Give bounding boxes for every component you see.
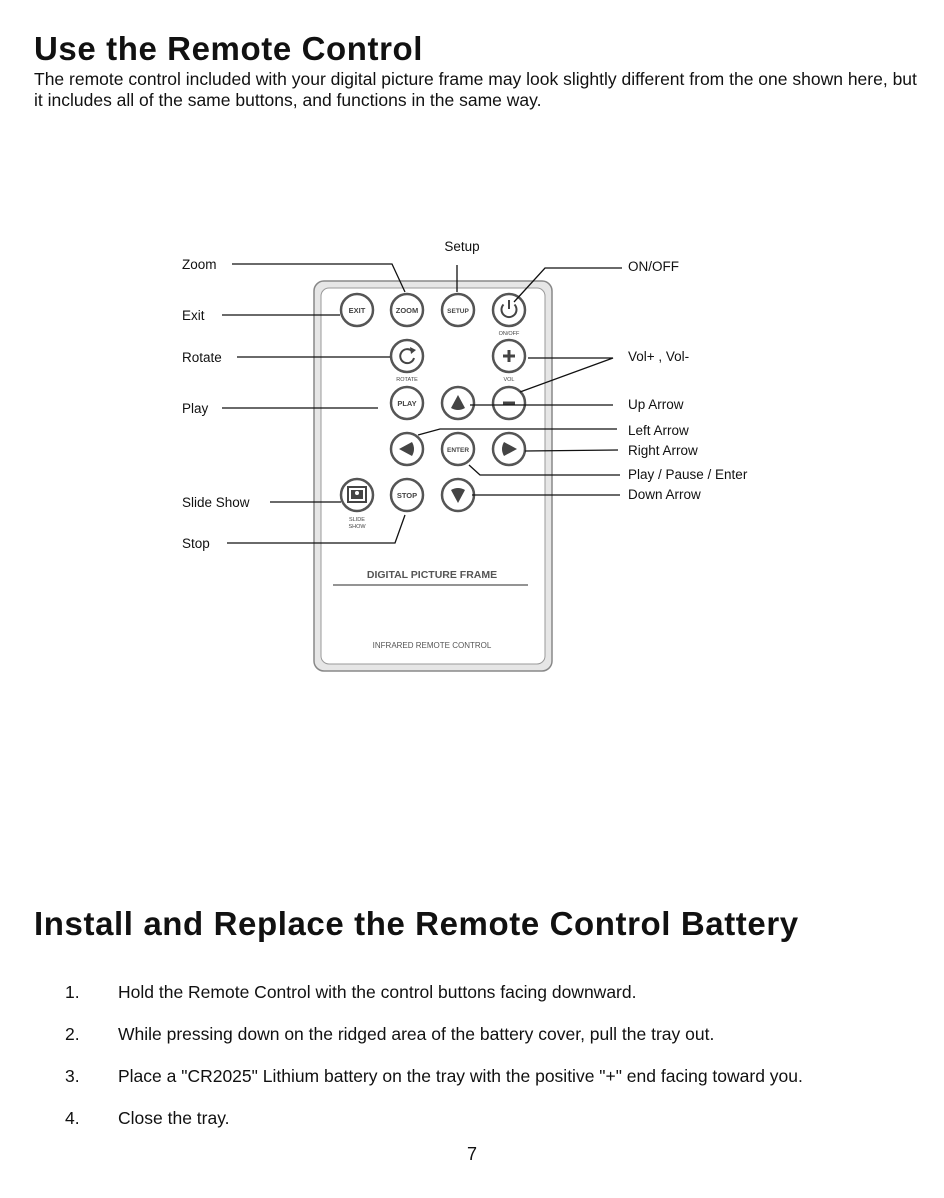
step-text: Hold the Remote Control with the control… bbox=[118, 982, 637, 1002]
callout-lines bbox=[222, 263, 622, 544]
section-title-battery: Install and Replace the Remote Control B… bbox=[34, 905, 799, 942]
rotate-caption: ROTATE bbox=[396, 377, 418, 383]
callout-left-arrow: Left Arrow bbox=[628, 423, 689, 438]
section-title-remote: Use the Remote Control bbox=[34, 30, 424, 67]
svg-text:ENTER: ENTER bbox=[447, 447, 469, 454]
intro-paragraph: The remote control included with your di… bbox=[34, 69, 917, 110]
up-arrow-button[interactable] bbox=[440, 385, 476, 421]
vol-down-button[interactable] bbox=[491, 385, 527, 421]
svg-text:EXIT: EXIT bbox=[349, 306, 366, 315]
down-arrow-button[interactable] bbox=[440, 477, 476, 513]
callout-up-arrow: Up Arrow bbox=[628, 397, 684, 412]
play-button[interactable]: PLAY bbox=[389, 385, 425, 421]
svg-text:STOP: STOP bbox=[397, 491, 417, 500]
right-arrow-button[interactable] bbox=[491, 431, 527, 467]
stop-button[interactable]: STOP bbox=[389, 477, 425, 513]
vol-up-button[interactable] bbox=[491, 338, 527, 374]
exit-button[interactable]: EXIT bbox=[339, 292, 375, 328]
svg-text:SETUP: SETUP bbox=[447, 308, 469, 315]
rotate-button[interactable] bbox=[389, 338, 425, 374]
step-text: Place a "CR2025" Lithium battery on the … bbox=[118, 1066, 803, 1086]
slideshow-button[interactable] bbox=[339, 477, 375, 513]
callout-slideshow: Slide Show bbox=[182, 495, 250, 510]
callout-rotate: Rotate bbox=[182, 350, 222, 365]
svg-text:PLAY: PLAY bbox=[397, 399, 416, 408]
left-arrow-icon bbox=[399, 442, 414, 456]
down-arrow-icon bbox=[451, 488, 465, 503]
rotate-icon bbox=[399, 348, 415, 365]
remote-footer-text: INFRARED REMOTE CONTROL bbox=[373, 641, 492, 650]
svg-text:ZOOM: ZOOM bbox=[396, 306, 419, 315]
step-number: 1. bbox=[65, 982, 80, 1002]
power-button[interactable] bbox=[491, 292, 527, 328]
onoff-caption: ON/OFF bbox=[499, 331, 520, 337]
callout-down-arrow: Down Arrow bbox=[628, 487, 701, 502]
power-icon bbox=[500, 303, 518, 319]
left-arrow-button[interactable] bbox=[389, 431, 425, 467]
callout-exit: Exit bbox=[182, 308, 205, 323]
slideshow-caption-1: SLIDE bbox=[349, 517, 365, 523]
callout-vol: Vol+ , Vol- bbox=[628, 349, 689, 364]
right-arrow-icon bbox=[502, 442, 517, 456]
step-text: Close the tray. bbox=[118, 1108, 230, 1128]
callout-right-arrow: Right Arrow bbox=[628, 443, 698, 458]
callout-setup: Setup bbox=[444, 239, 479, 254]
remote-control-diagram: EXIT ZOOM SETUP ON/OFF ROTATE VOL PLAY bbox=[182, 239, 748, 672]
up-arrow-icon bbox=[451, 395, 465, 410]
remote-body-inner bbox=[320, 287, 546, 665]
step-number: 4. bbox=[65, 1108, 80, 1128]
brand-text: DIGITAL PICTURE FRAME bbox=[367, 569, 497, 581]
plus-icon bbox=[503, 350, 515, 362]
callout-stop: Stop bbox=[182, 536, 210, 551]
setup-button[interactable]: SETUP bbox=[440, 292, 476, 328]
callout-play: Play bbox=[182, 401, 209, 416]
vol-caption: VOL bbox=[503, 377, 514, 383]
step-number: 2. bbox=[65, 1024, 80, 1044]
enter-button[interactable]: ENTER bbox=[440, 431, 476, 467]
callout-zoom: Zoom bbox=[182, 257, 217, 272]
callout-enter: Play / Pause / Enter bbox=[628, 467, 748, 482]
step-number: 3. bbox=[65, 1066, 80, 1086]
slideshow-caption-2: SHOW bbox=[348, 524, 366, 530]
callout-onoff: ON/OFF bbox=[628, 259, 679, 274]
zoom-button[interactable]: ZOOM bbox=[389, 292, 425, 328]
step-text: While pressing down on the ridged area o… bbox=[118, 1024, 715, 1044]
page-number: 7 bbox=[466, 1144, 477, 1164]
